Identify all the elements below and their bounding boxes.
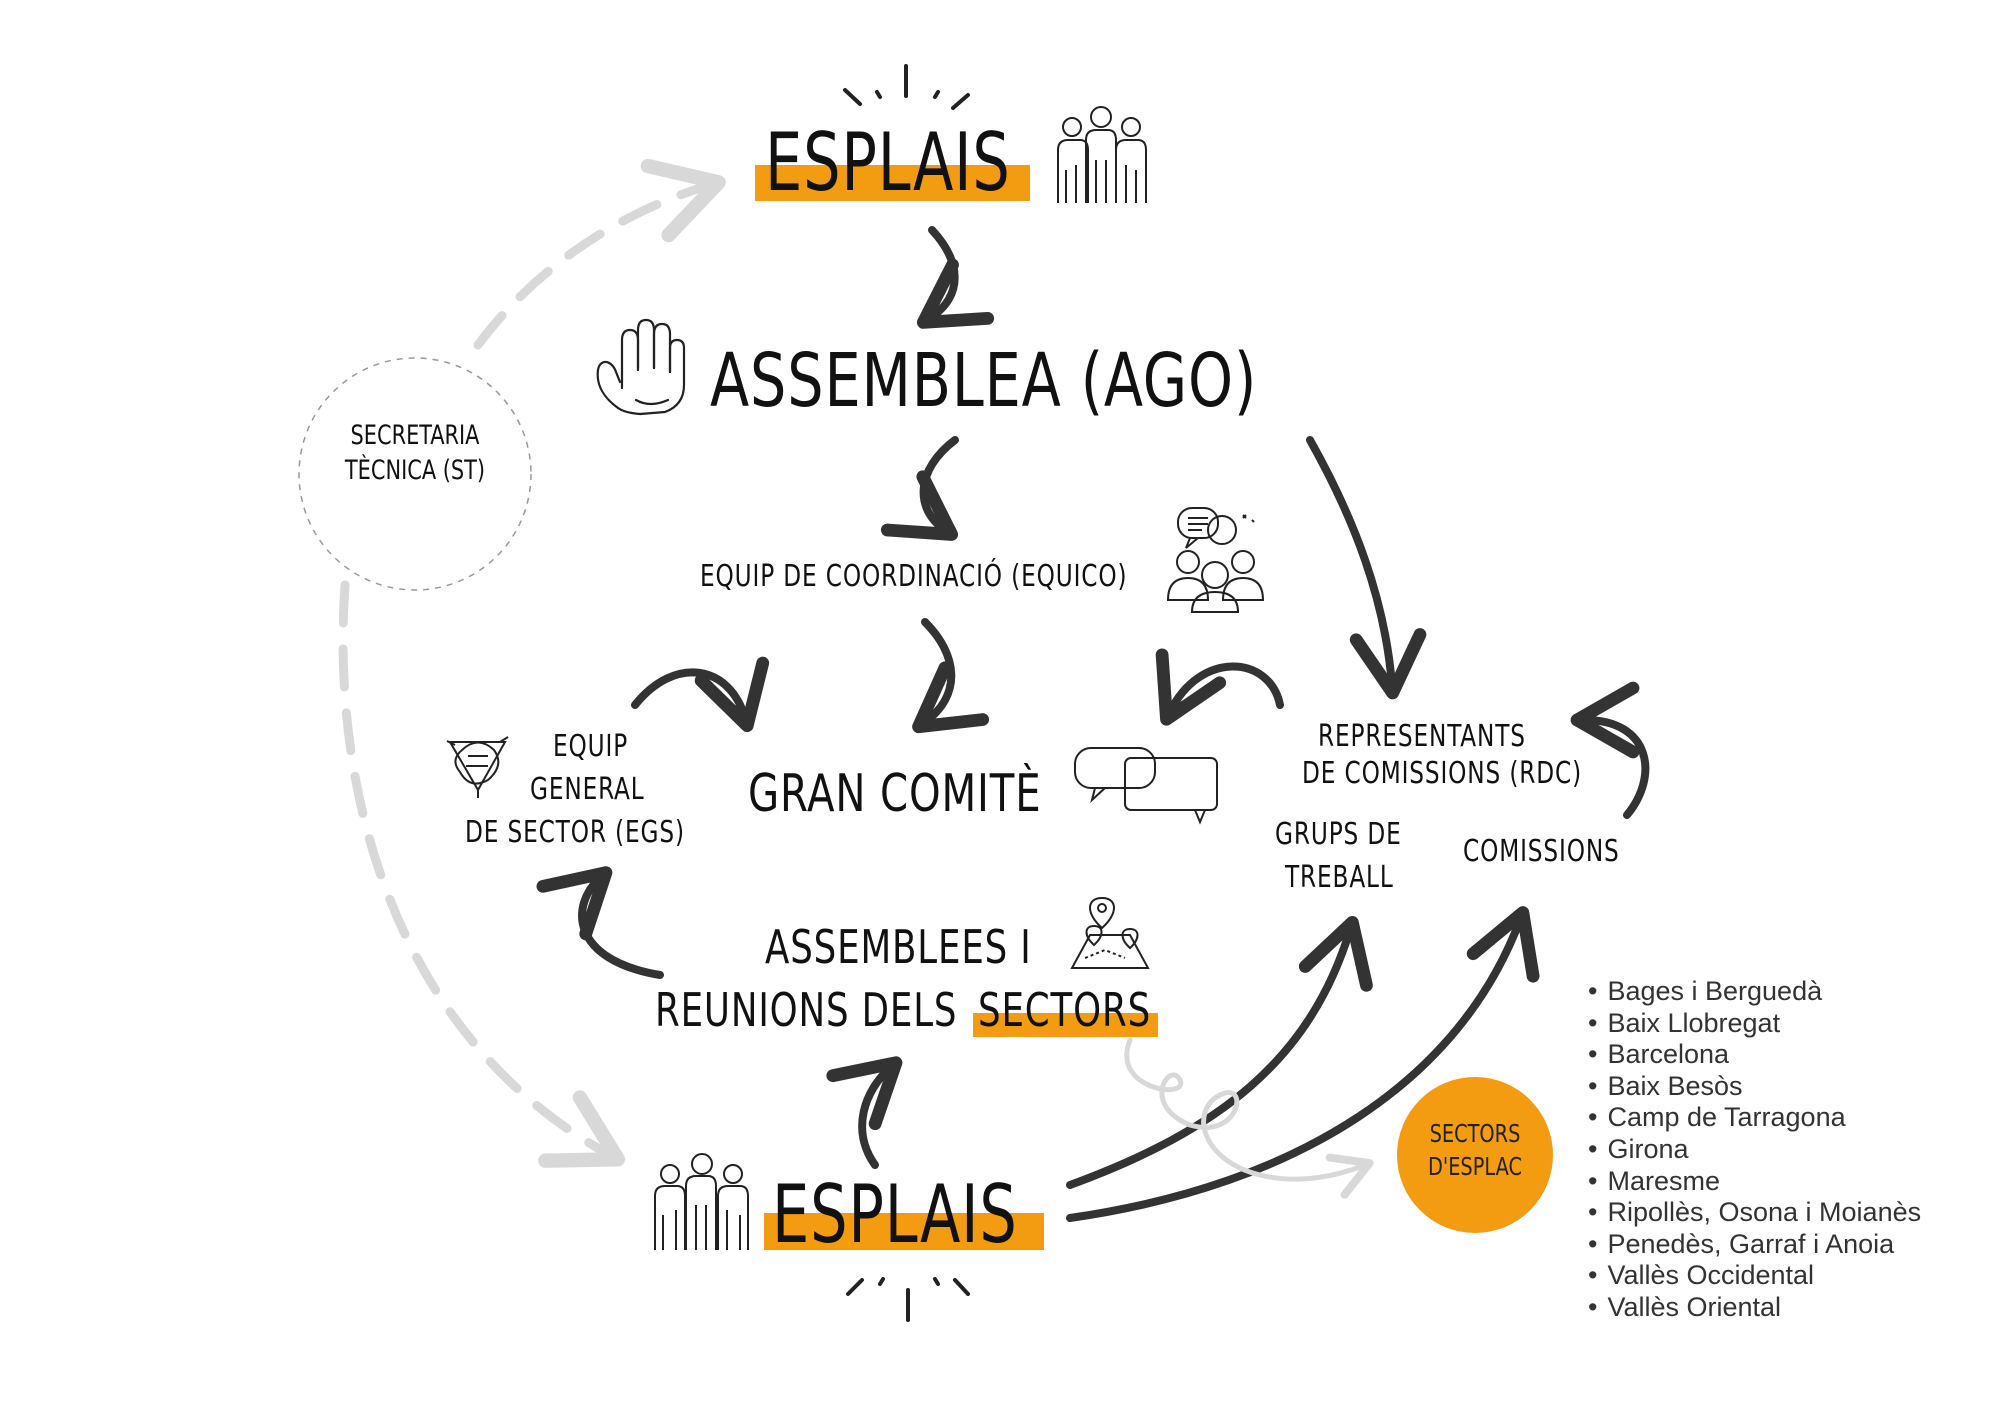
map-pins-icon (1070, 896, 1150, 969)
dashed-arrow-to-esplais-top (473, 158, 726, 350)
people-group-icon (654, 1153, 749, 1250)
node-grups-line1: GRUPS DE (1275, 817, 1402, 852)
list-item: Baix Besòs (1588, 1071, 1921, 1103)
teamwork-hands-icon (446, 736, 509, 798)
highlight-esplais-bottom (764, 1213, 1044, 1250)
arrow-esplais-to-assemblea (916, 226, 995, 329)
node-grups-line2: TREBALL (1285, 860, 1394, 895)
arrow-assemblea-to-rdc (1306, 436, 1427, 700)
arrow-rdc-to-grancomite (1155, 648, 1284, 726)
list-item: Camp de Tarragona (1588, 1102, 1921, 1134)
loop-arrow-to-sectors (1124, 1037, 1374, 1199)
sectors-list: Bages i Berguedà Baix Llobregat Barcelon… (1588, 976, 1921, 1324)
list-item: Vallès Oriental (1588, 1292, 1921, 1324)
people-group-icon (1057, 106, 1147, 203)
list-item: Ripollès, Osona i Moianès (1588, 1197, 1921, 1229)
meeting-chat-icon (1166, 507, 1265, 613)
arrow-esplais-to-comissions (1066, 906, 1540, 1222)
sectors-badge-label: SECTORS D'ESPLAC (1411, 1118, 1540, 1183)
node-egs-line2: GENERAL (530, 772, 645, 807)
list-item: Barcelona (1588, 1039, 1921, 1071)
dashed-arrow-to-esplais-bottom (338, 580, 626, 1168)
node-equico: EQUIP DE COORDINACIÓ (EQUICO) (700, 559, 1128, 594)
secretaria-circle (298, 357, 532, 591)
node-egs-line3: DE SECTOR (EGS) (465, 815, 685, 850)
raised-hand-icon (596, 318, 686, 416)
highlight-esplais-top (755, 165, 1030, 201)
node-assemblees-line2a: REUNIONS DELS (655, 983, 958, 1037)
burst-top (843, 64, 970, 110)
list-item: Penedès, Garraf i Anoia (1588, 1229, 1921, 1261)
list-item: Vallès Occidental (1588, 1260, 1921, 1292)
list-item: Bages i Berguedà (1588, 976, 1921, 1008)
burst-bottom (846, 1277, 970, 1322)
arrow-sectors-to-egs (536, 866, 664, 979)
secretaria-label: SECRETARIA TÈCNICA (ST) (325, 418, 506, 488)
secretaria-line1: SECRETARIA (350, 420, 480, 451)
arrow-equico-to-grancomite (912, 618, 990, 734)
node-egs-line1: EQUIP (553, 729, 629, 764)
sectors-badge-line2: D'ESPLAC (1427, 1151, 1523, 1181)
arrow-esplais-to-sectors (826, 1056, 903, 1169)
highlight-sectors (973, 1013, 1158, 1037)
list-item: Maresme (1588, 1166, 1921, 1198)
node-rdc-line1: REPRESENTANTS (1318, 719, 1526, 754)
sectors-badge-line1: SECTORS (1429, 1119, 1521, 1148)
node-esplais-top: ESPLAIS (765, 116, 1011, 209)
node-assemblees-line2b: SECTORS (978, 983, 1152, 1037)
node-esplais-bottom: ESPLAIS (772, 1168, 1018, 1261)
list-item: Girona (1588, 1134, 1921, 1166)
node-gran-comite: GRAN COMITÈ (748, 764, 1042, 824)
arrow-comissions-to-rdc (1570, 681, 1650, 819)
node-rdc-line2: DE COMISSIONS (RdC) (1302, 756, 1582, 791)
speech-bubbles-icon (1074, 747, 1218, 825)
arrow-esplais-to-grups (1066, 915, 1373, 1189)
arrow-assemblea-to-equico (880, 436, 959, 541)
node-comissions: COMISSIONS (1463, 834, 1620, 869)
arrow-egs-to-grancomite (631, 656, 770, 733)
node-assemblea: ASSEMBLEA (AGO) (710, 338, 1258, 424)
node-assemblees-line1: ASSEMBLEES I (765, 920, 1032, 974)
list-item: Baix Llobregat (1588, 1008, 1921, 1040)
secretaria-line2: TÈCNICA (ST) (344, 455, 486, 487)
sectors-badge (1397, 1077, 1553, 1233)
